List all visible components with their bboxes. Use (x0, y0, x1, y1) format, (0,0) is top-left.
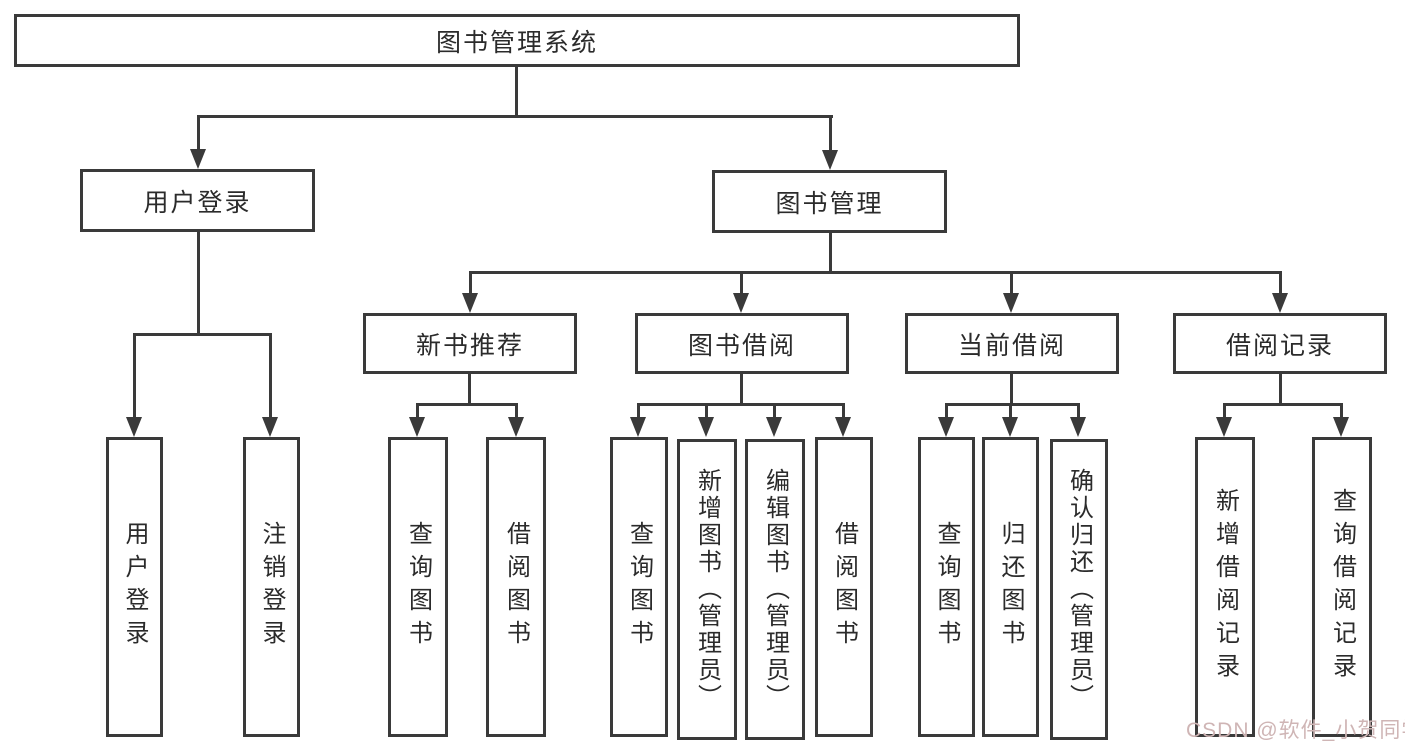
connector-line (515, 405, 518, 419)
connector-line (269, 335, 272, 419)
node-user-login: 用户登录 (80, 169, 315, 232)
leaf-query-books-current: 查询图书 (918, 437, 975, 737)
leaf-logout-label: 注销登录 (258, 521, 285, 653)
leaf-label: 新增图书（管理员） (693, 468, 721, 711)
leaf-query-books-borrow: 查询图书 (610, 437, 668, 737)
connector-line (773, 405, 776, 419)
leaf-label: 归还图书 (997, 521, 1024, 653)
connector-line (197, 115, 833, 118)
connector-line (416, 405, 419, 419)
arrowhead-down-icon (1216, 417, 1232, 437)
connector-line (705, 405, 708, 419)
connector-line (197, 117, 200, 153)
node-new-book-recommend: 新书推荐 (363, 313, 577, 374)
node-book-management: 图书管理 (712, 170, 947, 233)
leaf-label: 查询图书 (625, 521, 653, 653)
connector-line (469, 271, 1282, 274)
node-borrow-records: 借阅记录 (1173, 313, 1387, 374)
leaf-query-books-recommend: 查询图书 (388, 437, 448, 737)
arrowhead-down-icon (190, 149, 206, 169)
arrowhead-down-icon (1333, 417, 1349, 437)
connector-line (1279, 374, 1282, 405)
node-current-borrow: 当前借阅 (905, 313, 1119, 374)
connector-line (829, 117, 832, 153)
connector-line (1010, 374, 1013, 405)
connector-line (637, 403, 845, 406)
leaf-confirm-return-admin: 确认归还（管理员） (1050, 439, 1108, 740)
node-borrow-records-label: 借阅记录 (1225, 331, 1334, 360)
node-book-borrow-label: 图书借阅 (687, 331, 796, 360)
leaf-label: 确认归还（管理员） (1065, 468, 1093, 711)
connector-line (469, 273, 472, 295)
node-user-login-label: 用户登录 (143, 188, 252, 217)
node-new-book-recommend-label: 新书推荐 (415, 331, 524, 360)
arrowhead-down-icon (262, 417, 278, 437)
connector-line (637, 405, 640, 419)
arrowhead-down-icon (938, 417, 954, 437)
connector-line (133, 335, 136, 419)
connector-line (1077, 405, 1080, 419)
leaf-label: 查询图书 (933, 521, 960, 653)
arrowhead-down-icon (462, 293, 478, 313)
leaf-borrow-books-recommend: 借阅图书 (486, 437, 546, 737)
leaf-label: 查询图书 (404, 521, 432, 653)
node-current-borrow-label: 当前借阅 (957, 331, 1066, 360)
connector-line (1223, 405, 1226, 419)
leaf-label: 编辑图书（管理员） (761, 468, 789, 711)
arrowhead-down-icon (1003, 293, 1019, 313)
connector-line (829, 233, 832, 273)
leaf-label: 新增借阅记录 (1211, 488, 1239, 686)
leaf-edit-books-admin: 编辑图书（管理员） (745, 439, 805, 740)
connector-line (1009, 405, 1012, 419)
connector-line (740, 374, 743, 405)
leaf-label: 借阅图书 (830, 521, 858, 653)
connector-line (133, 333, 272, 336)
arrowhead-down-icon (1070, 417, 1086, 437)
leaf-return-books: 归还图书 (982, 437, 1039, 737)
connector-line (740, 273, 743, 295)
leaf-logout: 注销登录 (243, 437, 300, 737)
connector-line (515, 67, 518, 117)
node-root: 图书管理系统 (14, 14, 1020, 67)
node-root-label: 图书管理系统 (435, 28, 598, 57)
connector-line (1010, 273, 1013, 295)
leaf-label: 借阅图书 (502, 521, 530, 653)
arrowhead-down-icon (1272, 293, 1288, 313)
leaf-label: 查询借阅记录 (1328, 488, 1356, 686)
arrowhead-down-icon (508, 417, 524, 437)
connector-line (1223, 403, 1343, 406)
node-book-borrow: 图书借阅 (635, 313, 849, 374)
csdn-watermark: CSDN @软件_小贺同学 (1186, 719, 1405, 742)
arrowhead-down-icon (126, 417, 142, 437)
arrowhead-down-icon (630, 417, 646, 437)
connector-line (416, 403, 518, 406)
arrowhead-down-icon (733, 293, 749, 313)
leaf-add-borrow-record: 新增借阅记录 (1195, 437, 1255, 737)
connector-line (945, 403, 1080, 406)
leaf-query-borrow-record: 查询借阅记录 (1312, 437, 1372, 737)
arrowhead-down-icon (409, 417, 425, 437)
node-book-management-label: 图书管理 (775, 189, 884, 218)
leaf-borrow-books: 借阅图书 (815, 437, 873, 737)
connector-line (842, 405, 845, 419)
leaf-user-login: 用户登录 (106, 437, 163, 737)
arrowhead-down-icon (835, 417, 851, 437)
leaf-user-login-label: 用户登录 (121, 521, 148, 653)
connector-line (468, 374, 471, 405)
arrowhead-down-icon (698, 417, 714, 437)
connector-line (945, 405, 948, 419)
arrowhead-down-icon (766, 417, 782, 437)
leaf-add-books-admin: 新增图书（管理员） (677, 439, 737, 740)
connector-line (197, 232, 200, 335)
connector-line (1340, 405, 1343, 419)
arrowhead-down-icon (822, 150, 838, 170)
connector-line (1279, 273, 1282, 295)
arrowhead-down-icon (1002, 417, 1018, 437)
